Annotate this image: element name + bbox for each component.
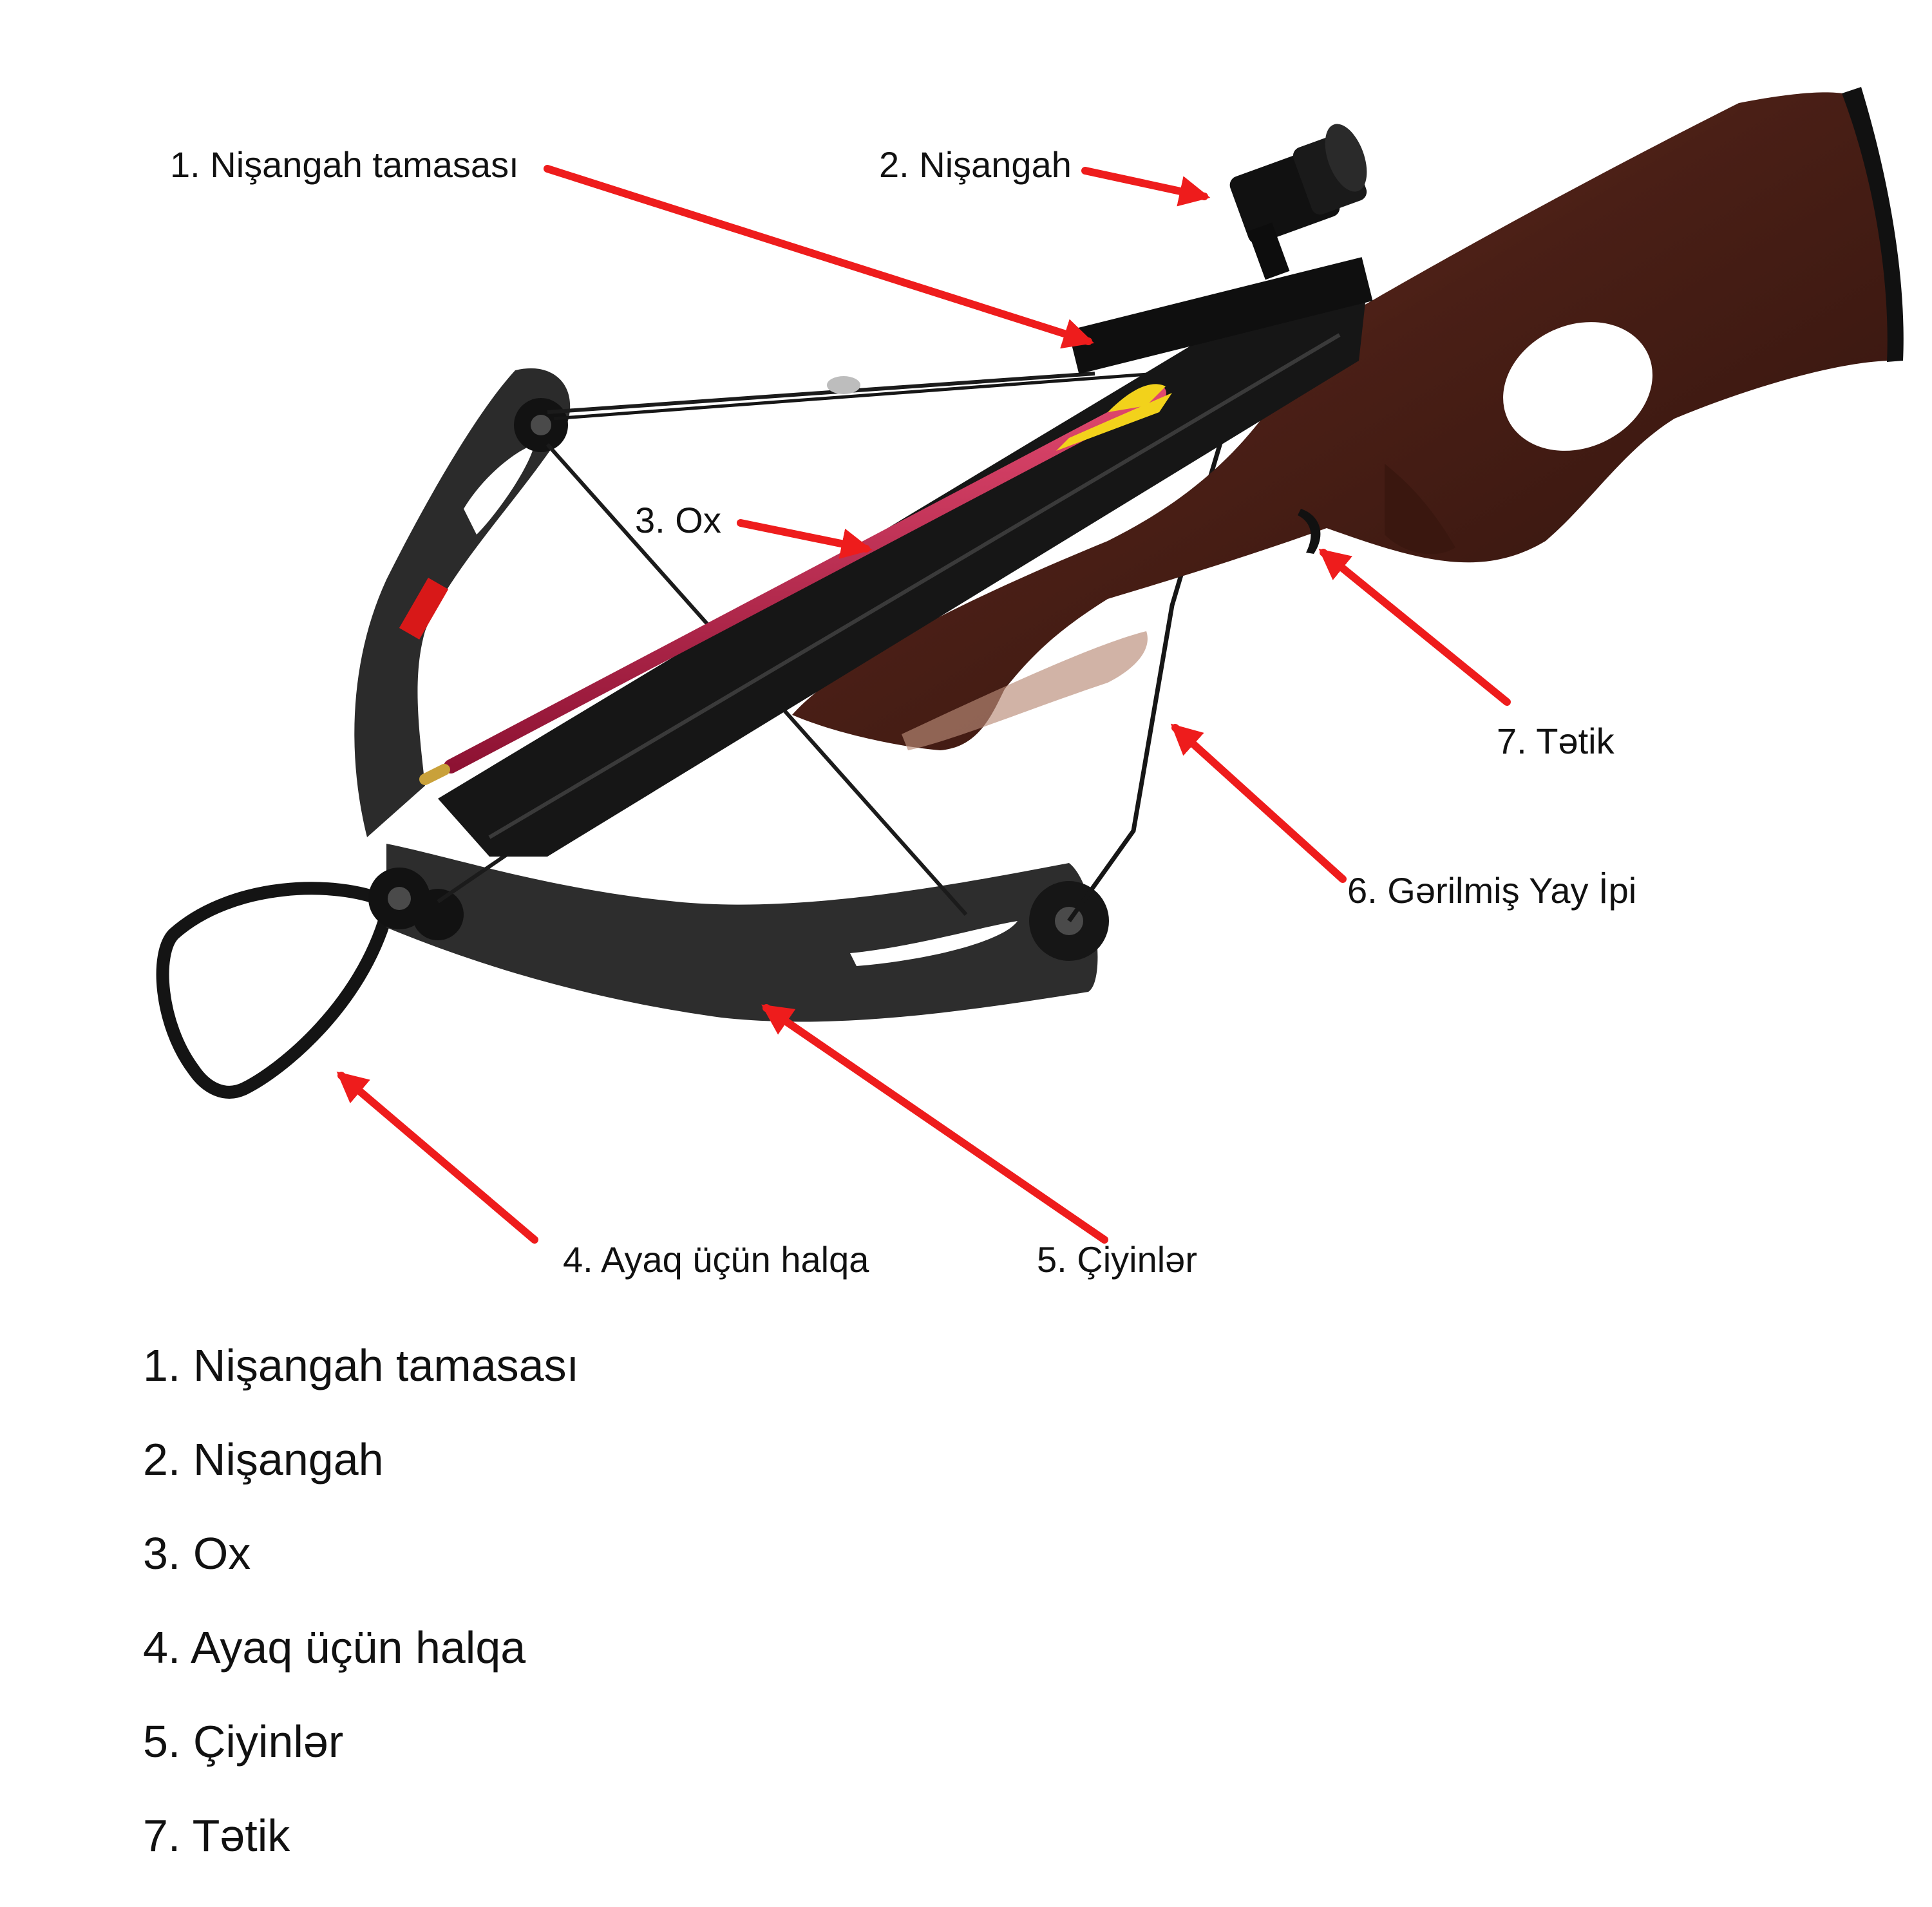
pointer-string	[1170, 723, 1347, 883]
pointer-arrow	[737, 519, 873, 559]
legend-item: 7. Tətik	[143, 1810, 290, 1861]
foot-stirrup	[156, 882, 393, 1099]
callout-limbs: 5. Çiyinlər	[1037, 1239, 1197, 1280]
callout-sight: 2. Nişangah	[879, 144, 1072, 185]
trigger	[1298, 509, 1321, 554]
callout-stirrup: 4. Ayaq üçün halqa	[563, 1239, 869, 1280]
pointer-sight	[1081, 167, 1211, 207]
sight-mount	[1068, 257, 1373, 374]
barrel-rail	[438, 303, 1365, 857]
lower-limb	[386, 844, 1098, 1022]
legend-item: 1. Nişangah tamasası	[143, 1340, 580, 1390]
callout-sight-mount: 1. Nişangah tamasası	[170, 144, 519, 185]
crossbow-diagram	[156, 87, 1904, 1244]
arrow-bolt	[419, 384, 1172, 785]
pointer-limbs	[761, 1004, 1108, 1244]
upper-limb	[354, 368, 571, 837]
parts-legend: 1. Nişangah tamasası 2. Nişangah 3. Ox 4…	[143, 1343, 579, 1907]
callout-string: 6. Gərilmiş Yay İpi	[1347, 870, 1637, 911]
wood-stock	[792, 92, 1893, 750]
legend-item: 5. Çiyinlər	[143, 1716, 344, 1767]
callout-trigger: 7. Tətik	[1497, 721, 1615, 761]
pointer-sight-mount	[544, 165, 1095, 349]
bow-cable	[547, 372, 1095, 414]
legend-item: 4. Ayaq üçün halqa	[143, 1622, 526, 1673]
thumbhole	[1503, 322, 1653, 451]
sight	[1229, 124, 1367, 280]
callout-arrow: 3. Ox	[635, 500, 721, 540]
pointer-arrows	[336, 165, 1511, 1244]
legend-item: 2. Nişangah	[143, 1434, 384, 1485]
legend-item: 3. Ox	[143, 1528, 251, 1579]
pointer-trigger	[1318, 548, 1511, 706]
pointer-stirrup	[336, 1071, 538, 1244]
